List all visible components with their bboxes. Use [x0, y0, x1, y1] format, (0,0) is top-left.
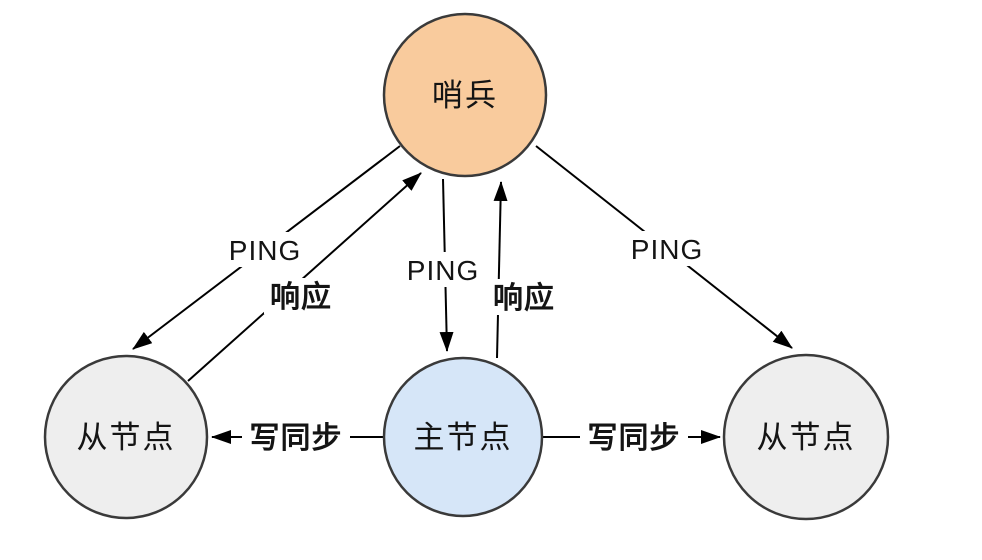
node-sentinel-label: 哨兵	[432, 78, 498, 113]
node-master	[382, 356, 544, 518]
edge-label-sync-right: 写同步	[588, 422, 681, 455]
label-backplate	[398, 252, 488, 287]
node-sentinel	[382, 12, 548, 178]
edge-response-master-to-sentinel	[493, 181, 508, 359]
label-backplate	[264, 278, 338, 314]
node-slave-right	[722, 353, 890, 521]
label-backplate	[220, 232, 310, 267]
node-master-label: 主节点	[414, 420, 513, 455]
edge-label-response-middle: 响应	[493, 281, 555, 315]
label-backplate	[580, 419, 688, 455]
edge-label-ping-right: PING	[631, 234, 703, 265]
edge-response-slave-left-to-sentinel	[187, 172, 422, 382]
node-slave-left-label: 从节点	[77, 420, 176, 455]
edge-label-sync-left: 写同步	[250, 422, 343, 455]
edge-label-ping-middle: PING	[407, 255, 479, 286]
label-backplate	[242, 419, 350, 455]
label-backplate	[622, 231, 712, 266]
edge-label-ping-left: PING	[229, 235, 301, 266]
edge-label-response-left: 响应	[270, 280, 332, 314]
node-slave-left	[43, 354, 209, 520]
label-backplate	[487, 279, 561, 315]
node-slave-right-label: 从节点	[757, 420, 856, 455]
